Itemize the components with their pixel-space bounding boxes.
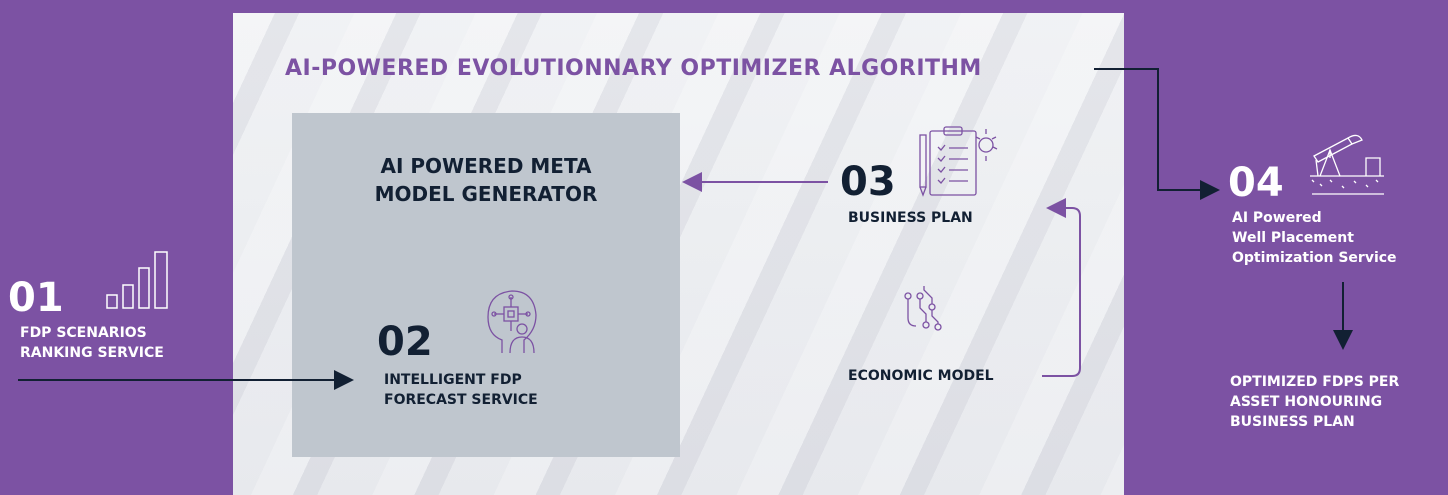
step02-label: INTELLIGENT FDP FORECAST SERVICE (384, 370, 538, 410)
step03-number: 03 (840, 159, 896, 205)
step02-label-line2: FORECAST SERVICE (384, 392, 538, 408)
meta-model-box (292, 113, 680, 457)
step03-label: BUSINESS PLAN (848, 210, 973, 226)
bar-chart-icon (106, 251, 168, 309)
output-line1: OPTIMIZED FDPS PER (1230, 374, 1400, 390)
step01-label-line1: FDP SCENARIOS (20, 325, 147, 341)
meta-model-title: AI POWERED META MODEL GENERATOR (292, 152, 680, 208)
output-label: OPTIMIZED FDPS PER ASSET HONOURING BUSIN… (1230, 372, 1399, 432)
step04-label: AI Powered Well Placement Optimization S… (1232, 208, 1397, 268)
oil-pump-icon (1310, 134, 1384, 195)
step02-number: 02 (377, 319, 433, 365)
step04-label-line2: Well Placement (1232, 230, 1354, 246)
clipboard-gear-icon (919, 126, 998, 197)
economic-model-label: ECONOMIC MODEL (848, 368, 994, 384)
circuit-icon (904, 286, 942, 331)
ai-head-icon (487, 290, 537, 354)
output-line2: ASSET HONOURING (1230, 394, 1383, 410)
step02-label-line1: INTELLIGENT FDP (384, 372, 522, 388)
step01-number: 01 (8, 275, 64, 321)
meta-model-line1: AI POWERED META (380, 154, 592, 178)
step04-number: 04 (1228, 160, 1284, 206)
step01-label-line2: RANKING SERVICE (20, 345, 164, 361)
step04-label-line3: Optimization Service (1232, 250, 1397, 266)
output-line3: BUSINESS PLAN (1230, 414, 1355, 430)
arrow-econ-to-plan (1042, 198, 1081, 377)
meta-model-line2: MODEL GENERATOR (374, 182, 598, 206)
page-title: AI-POWERED EVOLUTIONNARY OPTIMIZER ALGOR… (285, 56, 982, 81)
step01-label: FDP SCENARIOS RANKING SERVICE (20, 323, 164, 363)
step04-label-line1: AI Powered (1232, 210, 1322, 226)
arrow-title-to-04 (1094, 68, 1220, 200)
